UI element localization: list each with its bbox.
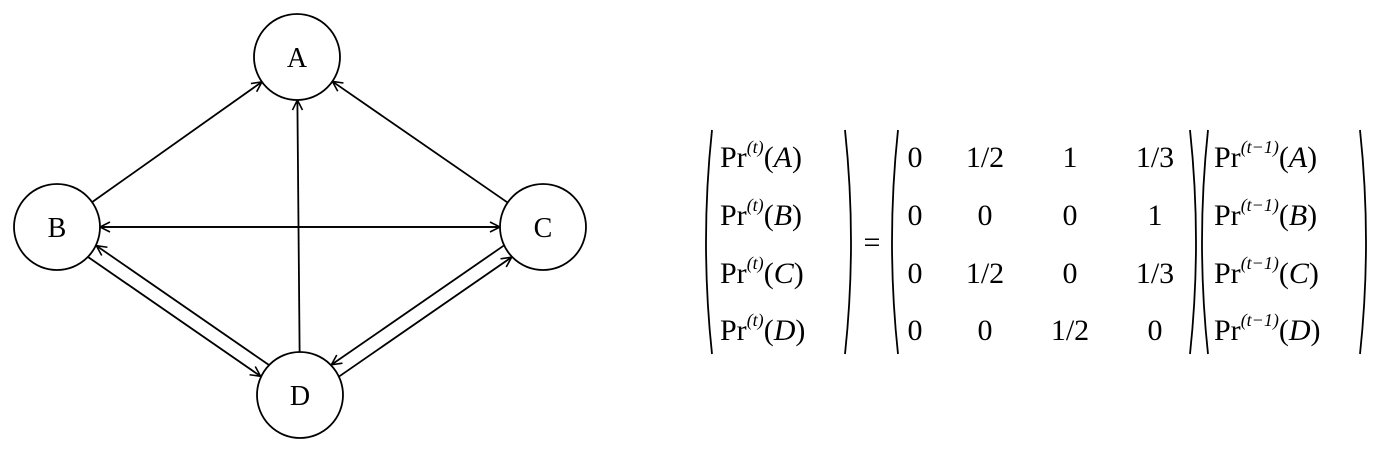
prob-entry: Pr(t−1)(C) bbox=[1214, 253, 1319, 290]
matrix-cell: 0 bbox=[908, 257, 923, 290]
prob-entry: Pr(t)(D) bbox=[720, 310, 805, 347]
matrix-left-paren bbox=[891, 129, 899, 355]
prob-superscript: (t) bbox=[747, 137, 764, 158]
matrix-cell: 0 bbox=[1063, 257, 1078, 290]
matrix-cell: 0 bbox=[908, 314, 923, 347]
prob-fn: Pr bbox=[720, 199, 747, 232]
node-circle bbox=[253, 13, 341, 101]
matrix-cell: 1/3 bbox=[1136, 257, 1174, 290]
matrix-cell: 1 bbox=[1063, 141, 1078, 174]
prob-superscript: (t−1) bbox=[1241, 137, 1279, 158]
node-c: C bbox=[499, 183, 587, 271]
prob-fn: Pr bbox=[1214, 199, 1241, 232]
matrix-cell: 0 bbox=[1148, 314, 1163, 347]
prob-entry: Pr(t)(A) bbox=[720, 137, 802, 174]
matrix-cell: 1/2 bbox=[1051, 314, 1089, 347]
prob-superscript: (t) bbox=[747, 253, 764, 274]
prob-superscript: (t−1) bbox=[1241, 310, 1279, 331]
prob-fn: Pr bbox=[720, 141, 747, 174]
prob-state: A bbox=[772, 141, 793, 174]
node-label: D bbox=[290, 381, 310, 412]
node-label: B bbox=[48, 213, 67, 244]
equals-sign: = bbox=[864, 226, 881, 259]
prob-fn: Pr bbox=[720, 314, 747, 347]
matrix-cell: 0 bbox=[908, 141, 923, 174]
prob-entry: Pr(t−1)(B) bbox=[1214, 195, 1317, 232]
prob-superscript: (t−1) bbox=[1241, 253, 1279, 274]
node-d: D bbox=[256, 351, 344, 439]
matrix-cell: 0 bbox=[978, 314, 993, 347]
node-b: B bbox=[13, 183, 101, 271]
rhs-vector: Pr(t−1)(A) Pr(t−1)(B) Pr(t−1)(C) Pr(t−1)(D) bbox=[1201, 129, 1367, 355]
rhs-right-paren bbox=[1359, 129, 1367, 355]
prob-entry: Pr(t−1)(D) bbox=[1214, 310, 1321, 347]
matrix-cell: 1/2 bbox=[966, 141, 1004, 174]
edge-b-to-d bbox=[87, 256, 260, 376]
lhs-vector: Pr(t)(A) Pr(t)(B) Pr(t)(C) Pr(t)(D) bbox=[705, 129, 852, 355]
directed-graph: A B C D bbox=[13, 13, 587, 439]
lhs-right-paren bbox=[844, 129, 852, 355]
prob-state: B bbox=[774, 199, 792, 232]
edge-c-to-a bbox=[332, 81, 509, 204]
matrix-cell: 1 bbox=[1148, 199, 1163, 232]
prob-fn: Pr bbox=[1214, 257, 1241, 290]
node-circle bbox=[499, 183, 587, 271]
graph-nodes: A B C D bbox=[13, 13, 587, 439]
prob-entry: Pr(t)(C) bbox=[720, 253, 804, 290]
node-label: C bbox=[534, 213, 553, 244]
edge-d-to-b bbox=[96, 246, 270, 366]
node-circle bbox=[13, 183, 101, 271]
graph-edges bbox=[87, 81, 511, 378]
edge-c-to-d bbox=[331, 244, 505, 365]
prob-entry: Pr(t−1)(A) bbox=[1214, 137, 1317, 174]
matrix-right-paren bbox=[1189, 129, 1197, 355]
node-label: A bbox=[287, 43, 308, 74]
prob-state: C bbox=[774, 257, 795, 290]
prob-state: C bbox=[1289, 257, 1310, 290]
edge-b-to-a bbox=[91, 82, 262, 203]
prob-state: D bbox=[773, 314, 796, 347]
prob-fn: Pr bbox=[720, 257, 747, 290]
prob-fn: Pr bbox=[1214, 141, 1241, 174]
node-a: A bbox=[253, 13, 341, 101]
node-circle bbox=[256, 351, 344, 439]
prob-state: B bbox=[1289, 199, 1307, 232]
prob-superscript: (t) bbox=[747, 310, 764, 331]
edge-d-to-a bbox=[297, 100, 299, 353]
matrix-cell: 0 bbox=[978, 199, 993, 232]
edge-d-to-c bbox=[338, 257, 511, 378]
matrix-cell: 1/2 bbox=[966, 257, 1004, 290]
prob-superscript: (t) bbox=[747, 195, 764, 216]
lhs-left-paren bbox=[705, 129, 713, 355]
matrix-cell: 0 bbox=[1063, 199, 1078, 232]
prob-state: A bbox=[1287, 141, 1308, 174]
prob-entry: Pr(t)(B) bbox=[720, 195, 802, 232]
transition-matrix: 0 1/2 1 1/3 0 0 0 1 0 1/2 0 1/3 0 0 1/2 0 bbox=[891, 129, 1197, 355]
prob-superscript: (t−1) bbox=[1241, 195, 1279, 216]
prob-fn: Pr bbox=[1214, 314, 1241, 347]
transition-equation: Pr(t)(A) Pr(t)(B) Pr(t)(C) Pr(t)(D) = 0 1/2 1… bbox=[705, 129, 1367, 355]
prob-state: D bbox=[1288, 314, 1311, 347]
matrix-cell: 1/3 bbox=[1136, 141, 1174, 174]
rhs-left-paren bbox=[1201, 129, 1209, 355]
matrix-cell: 0 bbox=[908, 199, 923, 232]
